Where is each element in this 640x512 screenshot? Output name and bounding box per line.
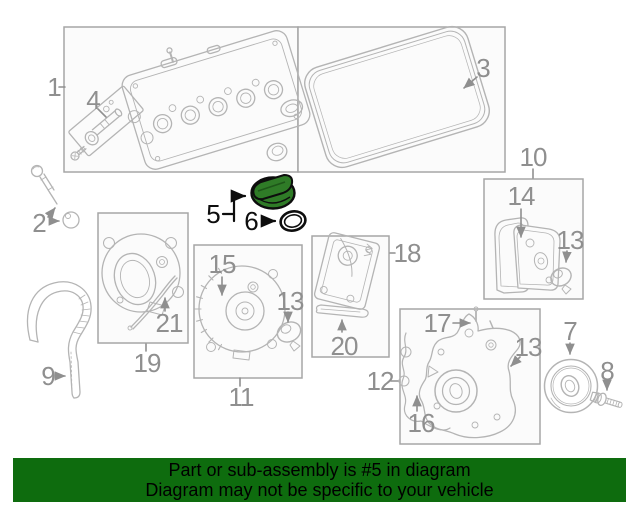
arrow-3 <box>463 76 478 89</box>
callout-21[interactable]: 21 <box>155 308 184 338</box>
highlight-bracket-5-6 <box>221 189 277 228</box>
callout-13c[interactable]: 13 <box>514 332 543 362</box>
box-timing-cover <box>399 308 541 445</box>
box-tensioner <box>311 235 390 358</box>
valve-cover-drawing[interactable] <box>112 14 312 173</box>
callout-connectors <box>44 76 612 412</box>
callout-15[interactable]: 15 <box>208 249 237 279</box>
seal-13b-drawing[interactable] <box>274 318 304 352</box>
cap-grip-line <box>257 181 286 192</box>
arrow-2a <box>44 207 56 220</box>
timing-cover-drawing[interactable] <box>398 306 521 439</box>
callout-13a[interactable]: 13 <box>556 225 585 255</box>
cap-oring-drawing[interactable] <box>279 209 307 233</box>
box-gasket <box>297 26 506 173</box>
callout-20[interactable]: 20 <box>330 331 359 361</box>
callout-4[interactable]: 4 <box>86 85 101 115</box>
crank-pulley-drawing[interactable] <box>543 358 599 414</box>
callout-10[interactable]: 10 <box>519 142 548 172</box>
cap-rim-line <box>255 196 291 204</box>
group-boxes <box>63 26 584 445</box>
pcv-pin-drawing[interactable] <box>30 164 80 229</box>
callout-19[interactable]: 19 <box>133 348 162 378</box>
highlight-banner: Part or sub-assembly is #5 in diagram Di… <box>13 458 626 502</box>
valve-cover-grommet-drawing <box>266 142 288 162</box>
tensioner-drawing[interactable] <box>313 232 381 311</box>
callout-11[interactable]: 11 <box>228 382 255 412</box>
guide-rod-drawing[interactable] <box>127 275 178 331</box>
valve-cover-gasket-drawing[interactable] <box>301 22 494 171</box>
arrow-13a <box>562 250 572 263</box>
callout-3[interactable]: 3 <box>476 53 491 83</box>
gasket-strip-20-drawing[interactable] <box>315 304 369 318</box>
callout-7[interactable]: 7 <box>563 316 578 346</box>
tube-seal-kit-drawing[interactable] <box>68 85 144 157</box>
callout-8[interactable]: 8 <box>600 356 615 386</box>
oil-filler-cap-drawing[interactable] <box>250 173 296 210</box>
screw-drawing <box>70 145 87 161</box>
banner-line-2: Diagram may not be specific to your vehi… <box>145 480 494 500</box>
chain-case-drawing[interactable] <box>101 233 184 316</box>
banner-line-1: Part or sub-assembly is #5 in diagram <box>168 460 471 480</box>
callout-18[interactable]: 18 <box>393 238 422 268</box>
timing-belt-drawing[interactable] <box>26 281 92 399</box>
connector-4 <box>97 108 107 118</box>
water-pump-drawing[interactable] <box>194 265 286 361</box>
callout-1[interactable]: 1 <box>47 72 62 102</box>
callout-14[interactable]: 14 <box>507 181 536 211</box>
seal-13a-drawing[interactable] <box>548 265 575 295</box>
callout-6-highlighted[interactable]: 6 <box>244 206 259 236</box>
callout-16[interactable]: 16 <box>407 408 436 438</box>
arrow-13c <box>510 355 522 367</box>
box-valve-cover <box>63 26 299 173</box>
callout-5-highlighted[interactable]: 5 <box>206 199 221 229</box>
callout-12[interactable]: 12 <box>366 366 395 396</box>
pulley-bolt-drawing[interactable] <box>589 390 624 411</box>
callout-17[interactable]: 17 <box>423 308 452 338</box>
callout-9[interactable]: 9 <box>41 361 56 391</box>
callout-13b[interactable]: 13 <box>276 286 305 316</box>
callout-2[interactable]: 2 <box>32 208 47 238</box>
